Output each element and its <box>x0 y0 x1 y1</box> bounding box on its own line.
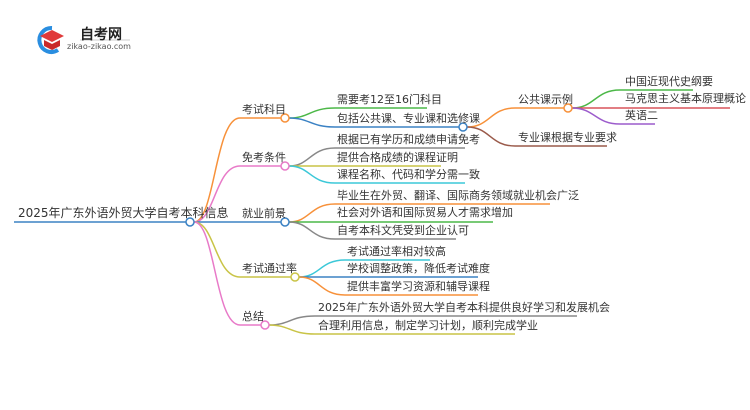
node[interactable]: 需要考12至16门科目 <box>337 93 442 106</box>
root-node[interactable]: 2025年广东外语外贸大学自考本科信息 <box>18 206 229 220</box>
node[interactable]: 马克思主义基本原理概论 <box>625 92 746 105</box>
node[interactable]: 社会对外语和国际贸易人才需求增加 <box>337 206 513 219</box>
branch-handle[interactable] <box>280 113 290 123</box>
branch-career[interactable]: 就业前景 <box>242 207 286 220</box>
node[interactable]: 毕业生在外贸、翻译、国际商务领域就业机会广泛 <box>337 189 579 202</box>
root-node-handle[interactable] <box>185 217 195 227</box>
branch-summary[interactable]: 总结 <box>242 310 264 323</box>
node[interactable]: 包括公共课、专业课和选修课 <box>337 112 480 125</box>
node[interactable]: 提供合格成绩的课程证明 <box>337 151 458 164</box>
node[interactable]: 专业课根据专业要求 <box>518 131 617 144</box>
subnode-handle[interactable] <box>563 103 573 113</box>
branch-handle[interactable] <box>290 272 300 282</box>
node[interactable]: 公共课示例 <box>518 93 573 106</box>
logo-url: zikao-zikao.com <box>67 42 131 51</box>
node[interactable]: 自考本科文凭受到企业认可 <box>337 224 469 237</box>
node[interactable]: 中国近现代史纲要 <box>625 75 713 88</box>
node[interactable]: 学校调整政策，降低考试难度 <box>347 262 490 275</box>
node[interactable]: 根据已有学历和成绩申请免考 <box>337 133 480 146</box>
branch-handle[interactable] <box>280 161 290 171</box>
node[interactable]: 英语二 <box>625 109 658 122</box>
branch-exemption[interactable]: 免考条件 <box>242 151 286 164</box>
node[interactable]: 课程名称、代码和学分需一致 <box>337 168 480 181</box>
node[interactable]: 2025年广东外语外贸大学自考本科提供良好学习和发展机会 <box>318 301 610 314</box>
node[interactable]: 提供丰富学习资源和辅导课程 <box>347 280 490 293</box>
logo-icon <box>37 26 64 54</box>
branch-pass-rate[interactable]: 考试通过率 <box>242 262 297 275</box>
node[interactable]: 合理利用信息，制定学习计划，顺利完成学业 <box>318 319 538 332</box>
subnode-handle[interactable] <box>458 122 468 132</box>
branch-handle[interactable] <box>260 320 270 330</box>
branch-exam-subjects[interactable]: 考试科目 <box>242 103 286 116</box>
branch-handle[interactable] <box>280 217 290 227</box>
node[interactable]: 考试通过率相对较高 <box>347 245 446 258</box>
logo-title: 自考网 <box>80 27 122 43</box>
